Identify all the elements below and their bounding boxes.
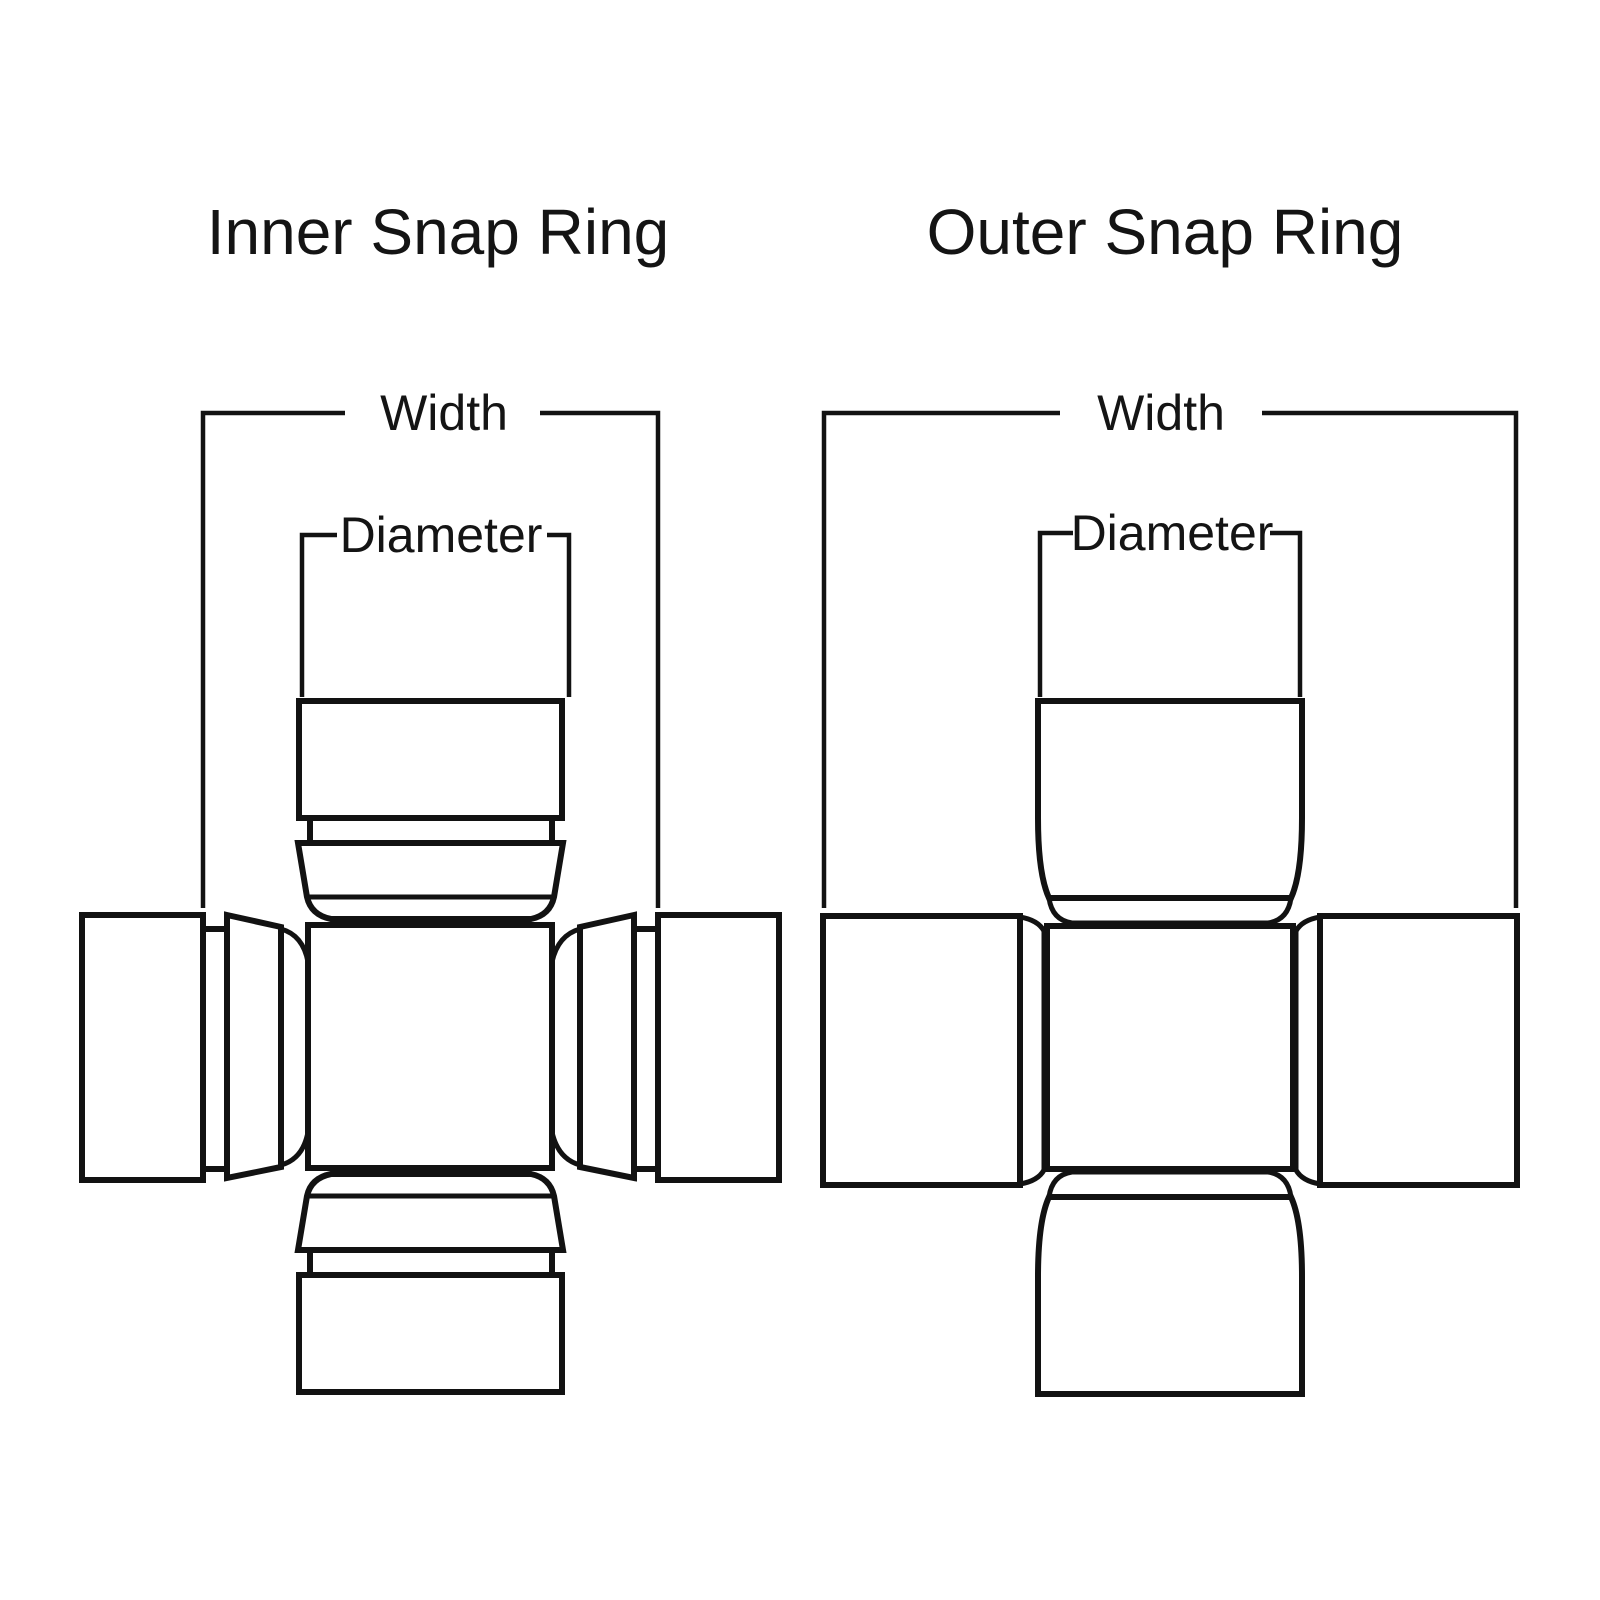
inner-left-snap-ring-groove [200, 926, 230, 1172]
outer-ujoint-drawing [820, 698, 1520, 1397]
inner-right-cap [655, 912, 782, 1183]
inner-right-snap-ring-groove [631, 926, 661, 1172]
outer-top-bearing-cup [1035, 698, 1305, 926]
outer-diameter-bracket-right [1270, 530, 1303, 697]
inner-bottom-bearing-cup [294, 1171, 567, 1395]
outer-right-cap [1317, 913, 1520, 1188]
inner-diameter-dimension: Diameter [299, 507, 572, 697]
inner-center-body [305, 922, 555, 1171]
outer-right-seal-curve-top [1290, 932, 1299, 963]
outer-width-bracket-left [821, 410, 1060, 908]
outer-right-seal-curve-bottom [1290, 1138, 1299, 1169]
inner-ujoint-drawing [79, 698, 782, 1395]
inner-top-seal-flange [294, 840, 567, 922]
inner-right-bearing-cup [549, 911, 782, 1183]
inner-top-bearing-cup [294, 698, 567, 922]
inner-top-snap-ring-groove [307, 815, 555, 846]
outer-width-dimension: Width [821, 385, 1519, 908]
inner-left-cap [79, 912, 206, 1183]
inner-bottom-cap [296, 1272, 565, 1395]
inner-diameter-bracket-left [299, 532, 337, 697]
outer-bottom-cap [1035, 1194, 1305, 1397]
outer-diagram-title: Outer Snap Ring [927, 196, 1404, 268]
inner-right-snap-ring [577, 911, 637, 1182]
inner-snap-ring-diagram: Inner Snap Ring [79, 196, 782, 1395]
outer-diameter-bracket-left [1037, 530, 1073, 697]
inner-diameter-label: Diameter [340, 507, 543, 563]
inner-width-label: Width [380, 385, 508, 441]
outer-diameter-label: Diameter [1071, 505, 1274, 561]
inner-top-cap [296, 698, 565, 821]
outer-left-cap [820, 913, 1023, 1188]
inner-left-seal-curve-top [280, 926, 311, 963]
inner-width-dimension: Width [200, 385, 661, 908]
outer-left-seal-curve-top [1041, 932, 1050, 963]
inner-left-snap-ring [224, 911, 284, 1182]
inner-width-bracket-right [540, 410, 661, 908]
outer-center-body [1044, 923, 1296, 1172]
inner-left-seal-curve-bottom [280, 1131, 311, 1168]
inner-right-seal-curve-bottom [549, 1131, 581, 1168]
outer-left-cup-rim [1019, 914, 1047, 1187]
outer-top-cup-rim [1046, 897, 1294, 926]
outer-width-label: Width [1097, 385, 1225, 441]
outer-top-cap [1035, 698, 1305, 901]
inner-diameter-bracket-right [547, 532, 572, 697]
inner-right-seal-curve-top [549, 926, 581, 963]
inner-left-bearing-cup [79, 911, 311, 1183]
outer-width-bracket-right [1262, 410, 1519, 908]
inner-bottom-seal-flange [294, 1171, 567, 1253]
inner-width-bracket-left [200, 410, 345, 908]
outer-left-bearing-cup [820, 913, 1050, 1188]
inner-bottom-snap-ring-groove [307, 1247, 555, 1278]
outer-bottom-bearing-cup [1035, 1169, 1305, 1397]
outer-bottom-cup-rim [1046, 1169, 1294, 1198]
outer-right-bearing-cup [1290, 913, 1520, 1188]
outer-left-seal-curve-bottom [1041, 1138, 1050, 1169]
inner-diagram-title: Inner Snap Ring [207, 196, 670, 268]
outer-snap-ring-diagram: Outer Snap Ring [820, 196, 1520, 1397]
outer-diameter-dimension: Diameter [1037, 505, 1303, 697]
outer-right-cup-rim [1293, 914, 1321, 1187]
